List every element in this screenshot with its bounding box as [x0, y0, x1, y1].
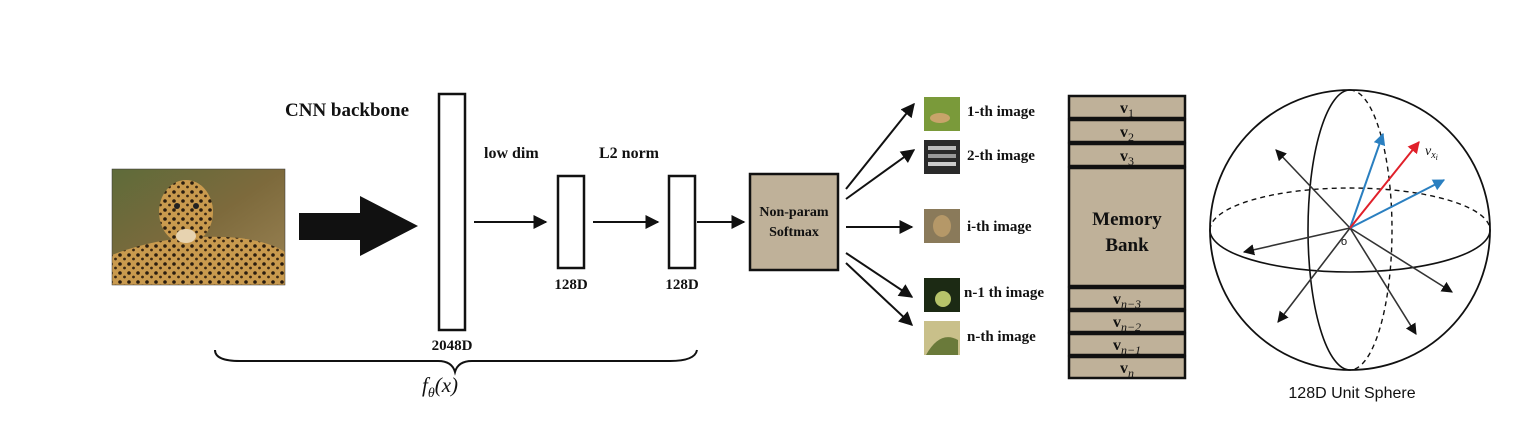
image-label-1: 1-th image — [967, 104, 1035, 120]
memory-slot-vn: vn — [1120, 360, 1134, 380]
image-label-n: n-th image — [967, 329, 1036, 345]
vx-label: vxi — [1425, 144, 1438, 162]
dim-128-label-a: 128D — [554, 277, 588, 293]
softmax-label-line2: Softmax — [769, 225, 819, 240]
memory-slot-v3: v3 — [1120, 148, 1134, 168]
l2-norm-label: L2 norm — [599, 145, 660, 162]
memory-slot-vn2: vn−2 — [1113, 314, 1141, 334]
image-label-n1: n-1 th image — [964, 285, 1044, 301]
origin-label: o — [1341, 236, 1347, 248]
sphere-caption: 128D Unit Sphere — [1288, 385, 1415, 402]
non-param-softmax-box — [748, 172, 840, 272]
image-label-i: i-th image — [967, 219, 1032, 235]
plant-thumbnail — [924, 278, 960, 312]
cnn-backbone-label: CNN backbone — [285, 100, 409, 121]
unit-sphere — [1209, 89, 1491, 371]
fan-out-arrows — [845, 102, 916, 326]
low-dim-128d-block — [556, 174, 586, 270]
low-dim-label: low dim — [484, 145, 539, 162]
input-leopard-image — [111, 168, 286, 286]
memory-slot-v2: v2 — [1120, 124, 1134, 144]
memory-bank-label-line1: Memory — [1092, 209, 1162, 230]
tree-thumbnail — [924, 321, 960, 355]
mechanical-parts-thumbnail — [924, 140, 960, 174]
sphere-vectors — [1242, 132, 1453, 335]
animal-thumbnail — [924, 209, 960, 243]
memory-bank — [1067, 94, 1187, 380]
softmax-label-line1: Non-param — [759, 205, 829, 220]
dim-2048-label: 2048D — [432, 338, 473, 354]
image-label-2: 2-th image — [967, 148, 1035, 164]
backbone-brace — [214, 349, 698, 376]
dim-128-label-b: 128D — [665, 277, 699, 293]
memory-bank-label-line2: Bank — [1105, 235, 1149, 256]
cnn-2048d-block — [437, 92, 467, 332]
l2-norm-128d-block — [667, 174, 697, 270]
grass-animal-thumbnail — [924, 97, 960, 131]
memory-slot-vn1: vn−1 — [1113, 337, 1141, 357]
memory-slot-vn3: vn−3 — [1113, 291, 1141, 311]
f-theta-label: fθ(x) — [422, 373, 458, 401]
big-forward-arrow — [299, 196, 418, 256]
memory-slot-v1: v1 — [1120, 100, 1134, 120]
